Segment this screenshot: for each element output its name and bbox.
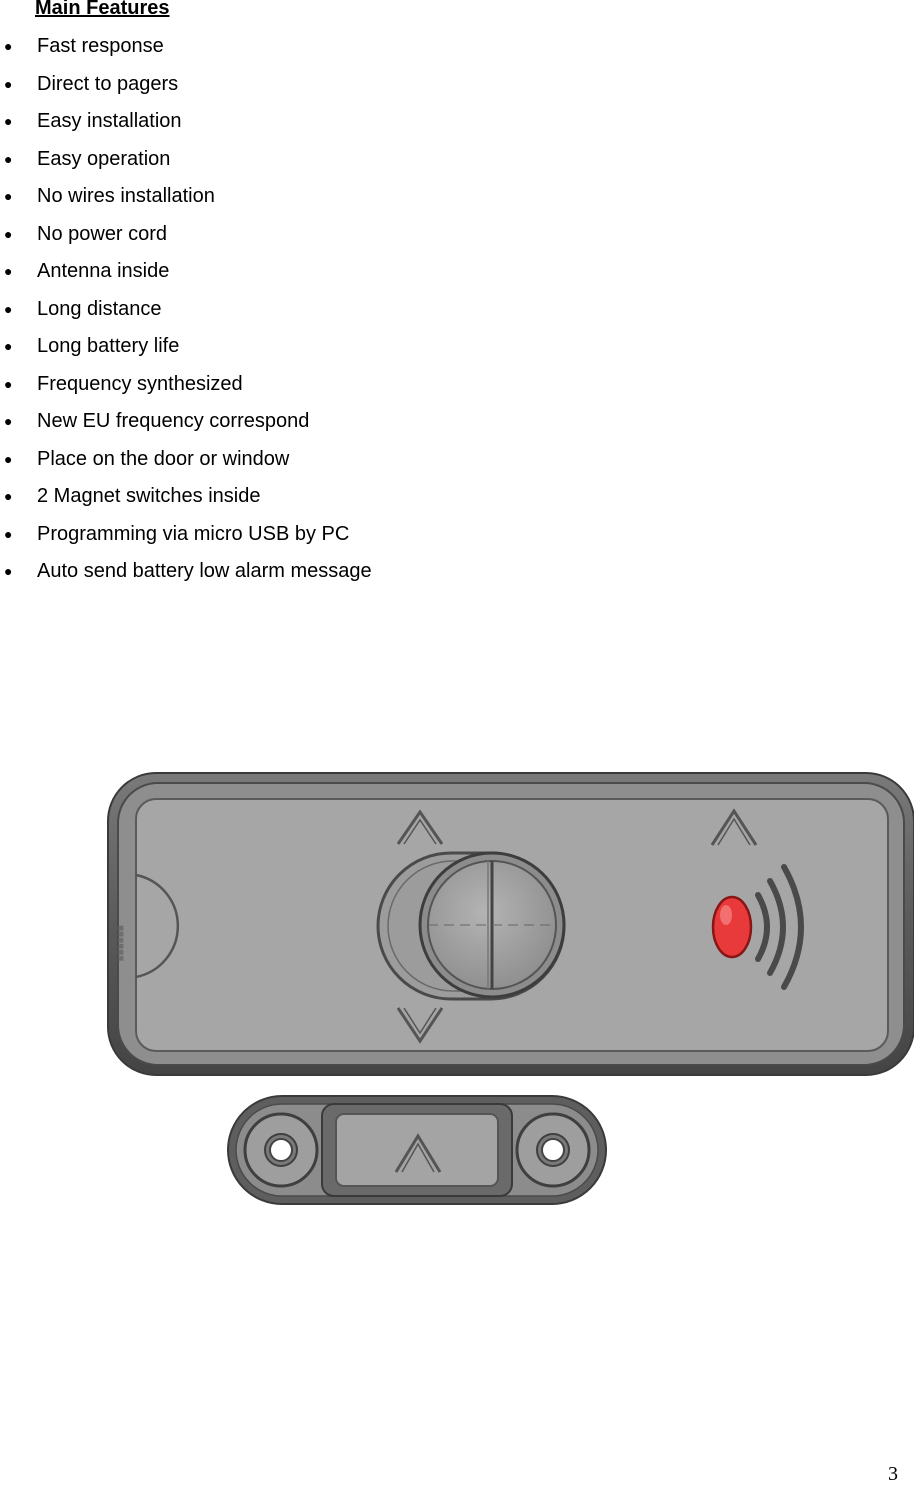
down-arrow-icon (396, 1007, 444, 1044)
bullet-icon: ● (4, 450, 13, 467)
led-indicator (711, 895, 753, 959)
bullet-icon: ● (4, 525, 13, 542)
feature-label: Long battery life (37, 335, 180, 357)
bullet-icon: ● (4, 413, 13, 429)
magnet-illustration (227, 1095, 607, 1205)
transmitter-illustration: ■■■■■■ (107, 772, 914, 1076)
embossed-mark: ■■■■■■ (115, 925, 126, 961)
bullet-icon: ● (4, 225, 13, 242)
feature-label: 2 Magnet switches inside (37, 485, 261, 507)
feature-label: No power cord (37, 222, 168, 245)
signal-wave-icon (755, 892, 770, 962)
feature-label: Place on the door or window (37, 447, 290, 470)
feature-label: Antenna inside (37, 260, 170, 282)
feature-label: No wires installation (37, 185, 215, 207)
feature-label: Auto send battery low alarm message (37, 560, 372, 582)
feature-label: Programming via micro USB by PC (37, 522, 350, 545)
feature-label: Long distance (37, 297, 162, 320)
feature-label: Direct to pagers (37, 72, 179, 95)
notch (135, 873, 180, 979)
feature-label: New EU frequency correspond (37, 410, 310, 432)
bullet-icon: ● (4, 113, 13, 129)
bullet-icon: ● (4, 488, 13, 504)
bullet-icon: ● (4, 300, 13, 317)
bullet-icon: ● (4, 38, 13, 54)
feature-label: Easy installation (37, 110, 182, 132)
bullet-icon: ● (4, 188, 13, 204)
bullet-icon: ● (4, 150, 13, 167)
page-number: 3 (888, 1463, 898, 1485)
feature-label: Easy operation (37, 147, 171, 170)
bullet-icon: ● (4, 375, 13, 392)
led-arrow-icon (710, 808, 758, 846)
bullet-icon: ● (4, 75, 13, 92)
feature-label: Fast response (37, 35, 164, 57)
bullet-icon: ● (4, 563, 13, 579)
magnet-arrow-icon (394, 1133, 442, 1173)
bullet-icon: ● (4, 338, 13, 354)
up-arrow-icon (396, 809, 444, 845)
feature-label: Frequency synthesized (37, 372, 243, 395)
bullet-icon: ● (4, 263, 13, 279)
section-heading: Main Features (35, 0, 170, 19)
